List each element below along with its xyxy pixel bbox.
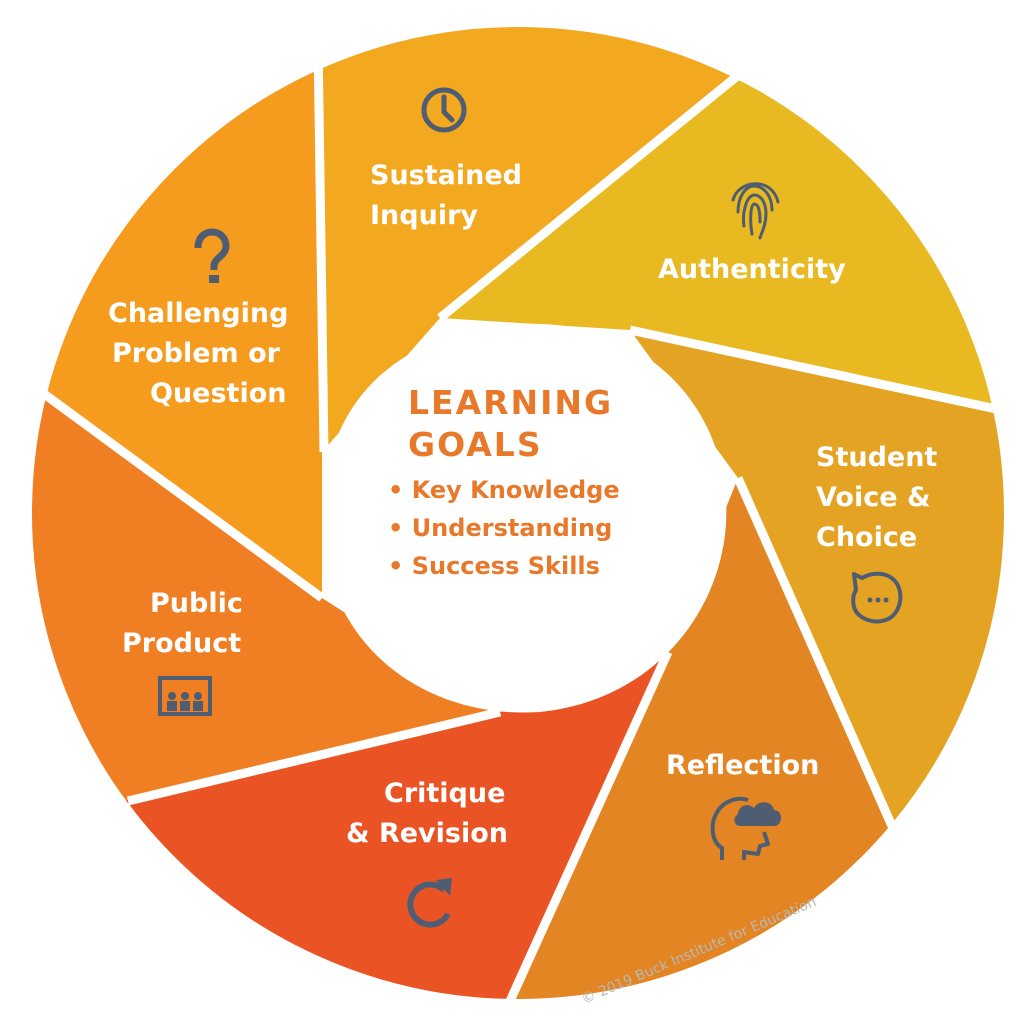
student-voice-label-1: Student (816, 442, 937, 473)
challenging-label-1: Challenging (108, 298, 288, 329)
authenticity-label: Authenticity (658, 254, 846, 285)
student-voice-label-2: Voice & (816, 482, 931, 513)
public-product-label-1: Public (150, 588, 243, 619)
question-mark-icon (194, 228, 230, 283)
learning-goals-title-1: LEARNING (408, 383, 613, 422)
refresh-icon (407, 878, 452, 928)
challenging-label-3: Question (150, 378, 287, 409)
reflection-label: Reflection (666, 750, 819, 781)
student-voice-label-3: Choice (816, 522, 917, 553)
learning-goals-title-2: GOALS (408, 425, 543, 464)
public-product-label-2: Product (122, 628, 241, 659)
sustained-inquiry-label-2: Inquiry (370, 200, 478, 231)
segment-student-voice-choice (630, 330, 1005, 860)
challenging-label-2: Problem or (112, 338, 281, 369)
goal-item-key-knowledge: • Key Knowledge (388, 476, 620, 504)
fingerprint-icon (731, 182, 780, 240)
sustained-inquiry-label: Sustained (370, 160, 522, 191)
critique-label-2: & Revision (346, 818, 508, 849)
clock-icon (421, 87, 467, 133)
segment-dividers (33, 39, 1005, 1000)
audience-icon (158, 676, 212, 716)
center-hub (322, 323, 727, 713)
goal-item-success-skills: • Success Skills (388, 552, 600, 580)
head-cloud-icon (710, 796, 782, 860)
segment-sustained-inquiry (318, 26, 740, 452)
critique-label-1: Critique (384, 778, 505, 809)
segment-public-product (31, 360, 500, 800)
goal-item-understanding: • Understanding (388, 514, 612, 542)
speech-bubble-icon (851, 571, 903, 624)
